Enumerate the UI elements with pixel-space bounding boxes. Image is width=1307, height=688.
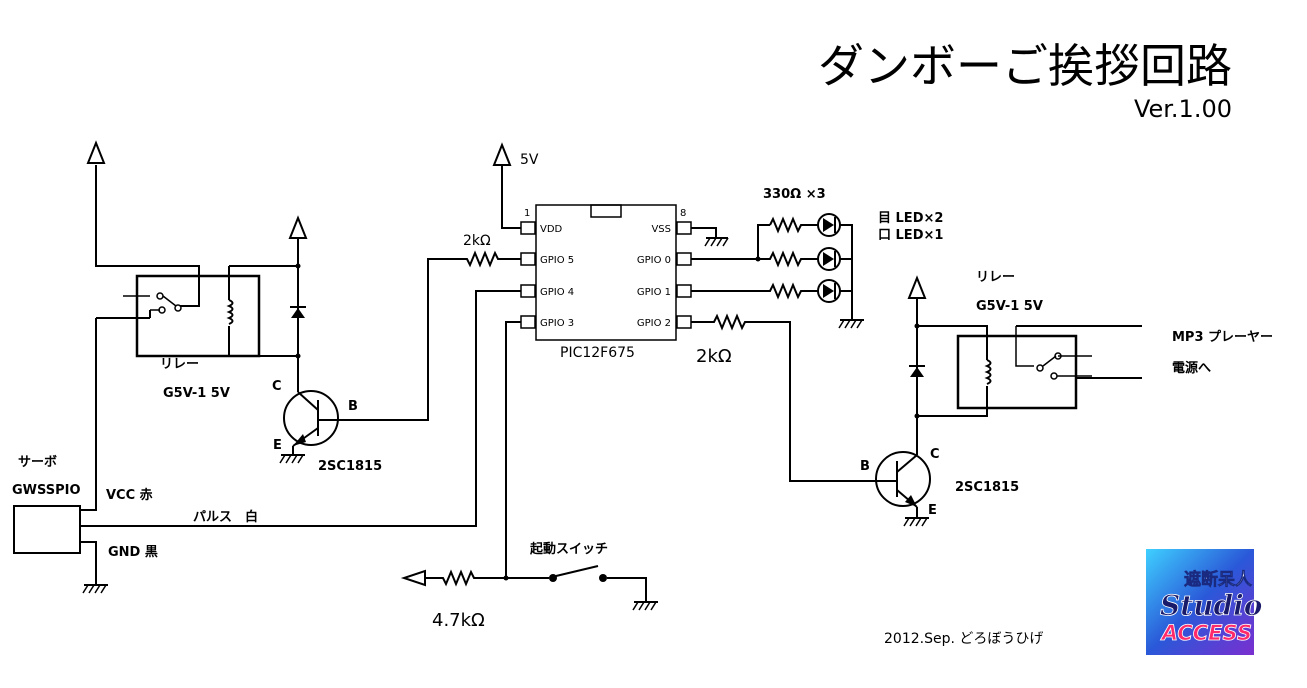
transistor-right-e: E xyxy=(928,503,937,518)
start-switch xyxy=(506,565,658,611)
footer-credit: 2012.Sep. どろぼうひげ xyxy=(884,631,1043,647)
pin8-number: 8 xyxy=(680,208,686,219)
wire-gpio3-switch xyxy=(505,321,521,578)
vss-ground xyxy=(691,227,729,247)
pin-gpio3: GPIO 3 xyxy=(540,318,574,329)
relay-right-out1: MP3 プレーヤー xyxy=(1172,330,1273,345)
led-array xyxy=(691,213,864,329)
logo-middle-text: Studio xyxy=(1160,589,1262,622)
relay-right-name: リレー xyxy=(976,270,1015,285)
transistor-right xyxy=(874,451,931,527)
pin-vss: VSS xyxy=(651,224,671,235)
transistor-left-e: E xyxy=(273,438,282,453)
transistor-left-b: B xyxy=(348,399,358,414)
vcc-arrow-left-relay xyxy=(86,140,106,164)
transistor-right-part: 2SC1815 xyxy=(955,480,1019,495)
transistor-right-c: C xyxy=(930,447,940,462)
pullup-resistor xyxy=(400,569,506,587)
ic-name: PIC12F675 xyxy=(560,345,635,361)
relay-left xyxy=(95,165,298,358)
pin-gpio5: GPIO 5 xyxy=(540,255,574,266)
version-label: Ver.1.00 xyxy=(1134,95,1232,123)
flyback-diode-left xyxy=(290,306,306,318)
transistor-left xyxy=(279,390,340,464)
pin-gpio1: GPIO 1 xyxy=(637,287,671,298)
wire-gpio4-pulse xyxy=(80,290,521,527)
logo-bottom-text: ACCESS xyxy=(1160,621,1252,645)
eye-led-label: 目 LED×2 xyxy=(878,211,943,226)
relay-right-out2: 電源へ xyxy=(1172,360,1211,376)
servo-box xyxy=(13,318,108,594)
start-switch-label: 起動スイッチ xyxy=(529,541,608,557)
resistor-gpio2-label: 2kΩ xyxy=(696,346,732,367)
transistor-left-c: C xyxy=(272,379,282,394)
pic-ic: 1 8 VDD GPIO 5 GPIO 4 GPIO 3 VSS GPIO 0 … xyxy=(520,204,692,361)
pin1-number: 1 xyxy=(524,208,530,219)
vdd-supply-arrow xyxy=(492,142,521,229)
pin-vdd: VDD xyxy=(540,224,563,235)
relay-left-model: G5V-1 5V xyxy=(163,386,230,401)
studio-access-logo: 遮断呆人 Studio ACCESS xyxy=(1146,549,1263,655)
servo-pulse-label: パルス 白 xyxy=(193,509,258,525)
pullup-label: 4.7kΩ xyxy=(432,610,485,631)
resistor-gpio2 xyxy=(691,313,874,482)
pin-gpio4: GPIO 4 xyxy=(540,287,574,298)
logo-top-text: 遮断呆人 xyxy=(1184,569,1253,590)
relay-right-model: G5V-1 5V xyxy=(976,299,1043,314)
servo-vcc-label: VCC 赤 xyxy=(106,487,153,503)
vcc-arrow-left-coil xyxy=(288,215,308,392)
resistor-gpio5 xyxy=(340,250,521,421)
transistor-left-part: 2SC1815 xyxy=(318,459,382,474)
servo-label: サーボ xyxy=(18,454,57,470)
relay-left-name: リレー xyxy=(160,357,199,372)
pin-gpio2: GPIO 2 xyxy=(637,318,671,329)
mouth-led-label: 口 LED×1 xyxy=(878,228,943,243)
resistor-gpio5-label: 2kΩ xyxy=(463,233,491,249)
pin-gpio0: GPIO 0 xyxy=(637,255,671,266)
servo-model: GWSSPIO xyxy=(12,483,81,498)
relay-right xyxy=(917,325,1142,417)
transistor-right-b: B xyxy=(860,459,870,474)
led-resistor-label: 330Ω ×3 xyxy=(763,187,826,202)
servo-gnd-label: GND 黒 xyxy=(108,544,158,560)
flyback-diode-right xyxy=(909,365,925,377)
supply-5v-label: 5V xyxy=(520,152,539,168)
diagram-title: ダンボーご挨拶回路 xyxy=(818,39,1232,93)
